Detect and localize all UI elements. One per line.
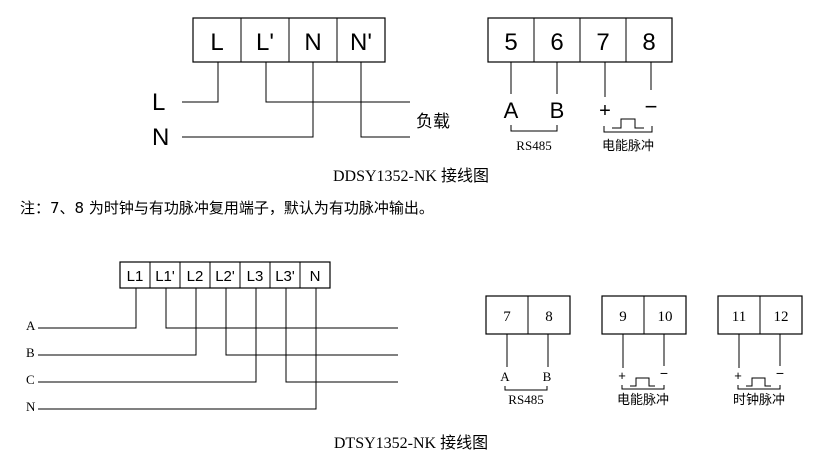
terminal-label-6: 6 bbox=[550, 29, 563, 56]
line-label-b: B bbox=[26, 345, 35, 360]
rs485-label: RS485 bbox=[516, 138, 551, 153]
wire-phase-a-in bbox=[38, 288, 137, 329]
terminal-strip-outline bbox=[119, 261, 331, 289]
line-label-l: L bbox=[152, 89, 165, 116]
diagram2-energy-pulse-block: 9 10 + − 电能脉冲 bbox=[601, 295, 687, 408]
diagram1-caption: DDSY1352-NK 接线图 bbox=[333, 167, 489, 185]
pulse-bracket bbox=[603, 126, 653, 133]
wire-neutral bbox=[38, 288, 317, 410]
terminal-label-l: L bbox=[210, 29, 223, 56]
clock-pulse-label: 时钟脉冲 bbox=[733, 392, 785, 408]
terminal-label-7: 7 bbox=[596, 29, 609, 56]
wire-phase-b-in bbox=[38, 288, 197, 356]
terminal-label-n-prime: N' bbox=[350, 29, 372, 56]
wire-neutral-in bbox=[182, 62, 314, 138]
rs485-label: RS485 bbox=[508, 392, 543, 407]
pulse-bracket bbox=[621, 385, 665, 390]
diagram2-clock-pulse-block: 11 12 + − 时钟脉冲 bbox=[717, 295, 803, 408]
wire-phase-b-out bbox=[225, 288, 398, 356]
diagram2-rs485-block: 7 8 A B RS485 bbox=[485, 295, 571, 407]
terminal-label-l3: L3 bbox=[247, 268, 264, 285]
rs485-bracket bbox=[510, 125, 558, 132]
terminal-label-9: 9 bbox=[619, 309, 627, 325]
line-label-n: N bbox=[26, 399, 36, 414]
pulse-label: 电能脉冲 bbox=[602, 139, 654, 154]
pulse-minus-sign: − bbox=[645, 94, 658, 119]
rs485-a-label: A bbox=[504, 98, 519, 123]
pulse-plus-sign: + bbox=[618, 368, 626, 383]
terminal-label-10: 10 bbox=[658, 309, 673, 325]
load-label: 负载 bbox=[416, 112, 450, 132]
wire-neutral-out bbox=[360, 62, 410, 138]
diagram1-signal-terminal-block: 5 6 7 8 A B RS485 + − 电能脉冲 bbox=[487, 17, 673, 154]
diagram2-caption: DTSY1352-NK 接线图 bbox=[334, 434, 488, 452]
terminal-label-l2: L2 bbox=[187, 268, 204, 285]
rs485-b-label: B bbox=[550, 98, 565, 123]
rs485-b-label: B bbox=[543, 369, 552, 384]
terminal-label-11: 11 bbox=[732, 309, 746, 325]
pulse-waveform-icon bbox=[746, 377, 771, 387]
energy-pulse-label: 电能脉冲 bbox=[617, 393, 669, 408]
pulse-minus-sign: − bbox=[660, 365, 668, 381]
diagram1-wiring: L N 负载 bbox=[152, 62, 450, 151]
terminal-label-8: 8 bbox=[642, 29, 655, 56]
diagram1-power-terminal-block: L L' N N' bbox=[192, 17, 386, 63]
wire-phase-c-out bbox=[285, 288, 398, 383]
pulse-minus-sign: − bbox=[776, 365, 784, 381]
rs485-bracket bbox=[504, 386, 548, 391]
rs485-a-label: A bbox=[500, 369, 510, 384]
pulse-waveform-icon bbox=[630, 377, 655, 387]
terminal-label-5: 5 bbox=[504, 29, 517, 56]
diagram2-wiring: A B C N bbox=[26, 288, 398, 414]
pulse-bracket bbox=[737, 385, 781, 390]
pulse-plus-sign: + bbox=[734, 368, 742, 383]
terminal-label-l1: L1 bbox=[127, 268, 144, 285]
line-label-a: A bbox=[26, 318, 36, 333]
pulse-plus-sign: + bbox=[599, 100, 611, 122]
wire-phase-c-in bbox=[38, 288, 257, 383]
terminal-label-12: 12 bbox=[774, 309, 789, 325]
wire-line-in bbox=[182, 62, 219, 103]
terminal-label-l3-prime: L3' bbox=[275, 268, 295, 285]
pulse-waveform-icon bbox=[612, 118, 644, 129]
terminal-label-n: N bbox=[310, 268, 321, 285]
line-label-n: N bbox=[152, 124, 169, 151]
terminal-label-n: N bbox=[304, 29, 321, 56]
terminal-label-l1-prime: L1' bbox=[155, 268, 175, 285]
diagram2-power-terminal-block: L1 L1' L2 L2' L3 L3' N bbox=[119, 261, 331, 289]
wire-phase-a-out bbox=[165, 288, 398, 329]
terminal-label-8: 8 bbox=[545, 309, 553, 325]
terminal-label-l2-prime: L2' bbox=[215, 268, 235, 285]
line-label-c: C bbox=[26, 372, 35, 387]
terminal-label-7: 7 bbox=[503, 309, 511, 325]
note-text: 注：7、8 为时钟与有功脉冲复用端子，默认为有功脉冲输出。 bbox=[20, 199, 434, 217]
terminal-label-l-prime: L' bbox=[256, 29, 274, 56]
wire-line-out bbox=[265, 62, 410, 103]
